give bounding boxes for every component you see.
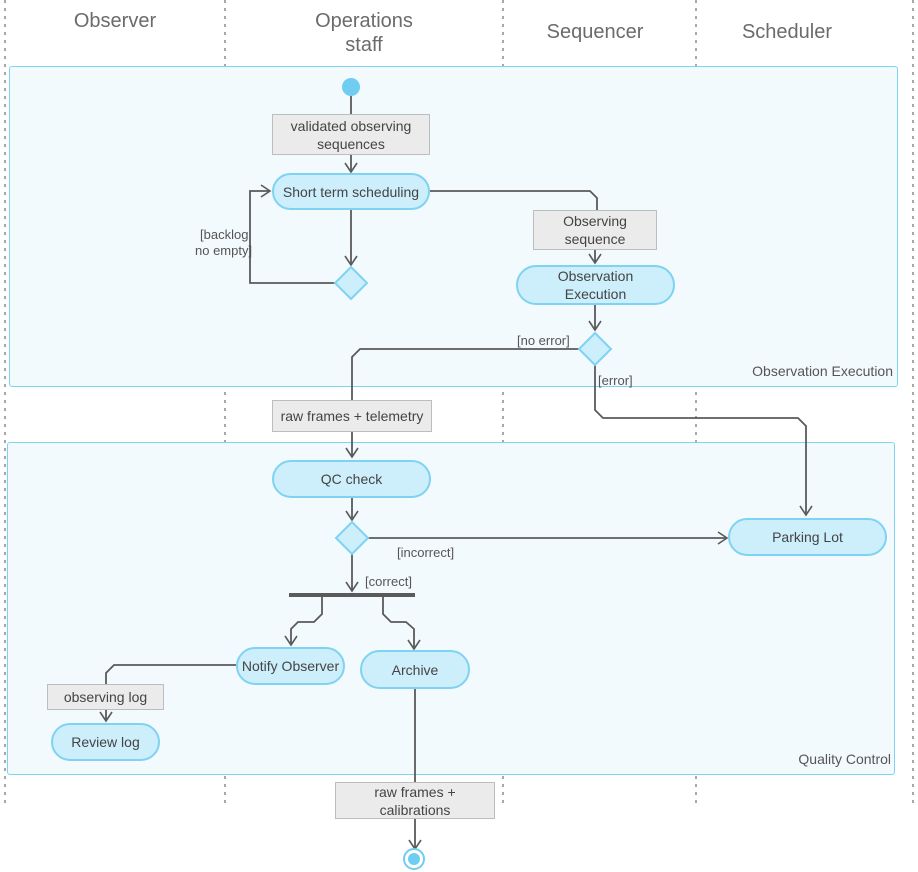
lane-title-scheduler: Scheduler <box>741 21 833 43</box>
edge-error-parking <box>594 365 813 517</box>
edge-fork-archive <box>382 597 421 651</box>
decision-qc <box>334 520 370 556</box>
object-observing-seq-line1: Observing <box>563 213 627 229</box>
edge-notify-log <box>105 664 236 684</box>
activity-observation-execution: Observation Execution <box>516 265 675 305</box>
region-quality-control <box>7 442 895 775</box>
object-validated-line1: validated observing <box>290 117 412 134</box>
guard-incorrect: [incorrect] <box>397 545 455 560</box>
activity-archive: Archive <box>360 650 470 689</box>
guard-error: [error] <box>598 373 633 388</box>
edge-shortterm-sequence <box>430 190 598 210</box>
guard-correct: [correct] <box>365 574 412 589</box>
start-node <box>342 78 360 96</box>
activity-qc-check: QC check <box>272 460 431 498</box>
end-node-inner <box>408 853 420 865</box>
object-raw-frames-calibrations: raw frames + calibrations <box>335 782 495 819</box>
activity-notify-observer: Notify Observer <box>236 647 345 685</box>
guard-no-error: [no error] <box>517 333 570 348</box>
decision-backlog <box>333 265 369 301</box>
object-observing-sequence: Observing sequence <box>533 210 657 250</box>
lane-title-operations-line2: staff <box>345 34 383 56</box>
fork-bar <box>289 593 415 597</box>
region-label-quality-control: Quality Control <box>798 751 891 767</box>
guard-backlog-line2: no empty] <box>195 243 253 258</box>
lane-title-sequencer: Sequencer <box>546 21 644 43</box>
object-validated-sequences: validated observing sequences <box>272 114 430 155</box>
guard-backlog: [backlog no empty] <box>195 227 260 259</box>
activity-obs-exec-line2: Execution <box>564 286 627 302</box>
edge-fork-notify <box>284 597 323 647</box>
edge-no-error <box>351 348 580 400</box>
region-observation-execution <box>9 66 898 387</box>
object-raw-frames-telemetry: raw frames + telemetry <box>272 400 432 432</box>
region-label-observation-execution: Observation Execution <box>752 363 893 379</box>
activity-short-term-scheduling: Short term scheduling <box>272 173 430 210</box>
guard-backlog-line1: [backlog <box>200 227 249 242</box>
object-raw-calib-line1: raw frames + <box>374 783 456 800</box>
object-raw-calib-line2: calibrations <box>379 801 451 818</box>
lane-title-operations-line1: Operations <box>315 10 413 32</box>
lane-title-observer: Observer <box>73 10 157 32</box>
edge-backlog-loop <box>249 184 336 284</box>
decision-error <box>577 331 613 367</box>
object-validated-line2: sequences <box>317 135 385 152</box>
lane-title-operations-staff: Operations staff <box>264 9 464 57</box>
activity-parking-lot: Parking Lot <box>728 518 887 556</box>
activity-review-log: Review log <box>51 723 160 761</box>
activity-obs-exec-line1: Observation <box>557 268 634 284</box>
object-observing-seq-line2: sequence <box>564 231 626 247</box>
object-observing-log: observing log <box>47 684 164 710</box>
